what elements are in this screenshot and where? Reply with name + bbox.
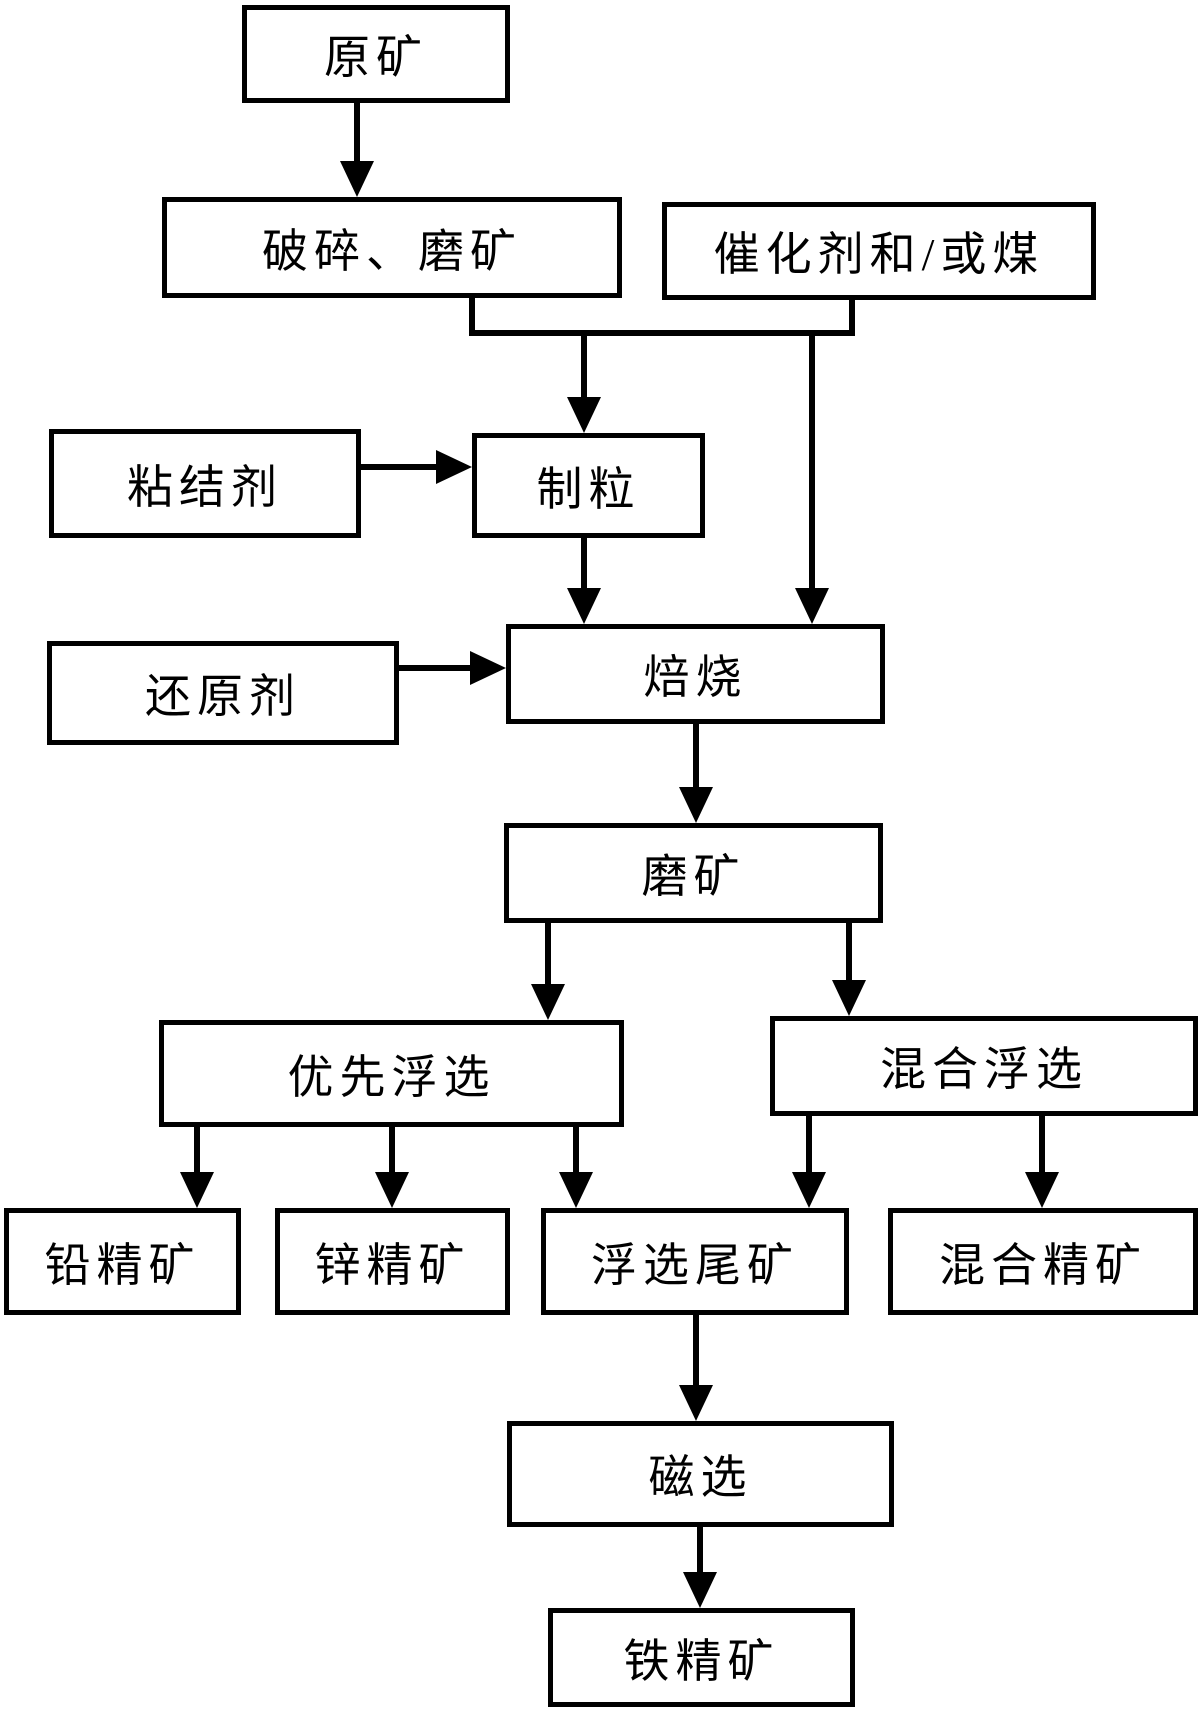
edge-rawore-crushgrind-arrowhead bbox=[340, 161, 374, 197]
node-catalyst-coal: 催化剂和/或煤 bbox=[662, 202, 1096, 300]
edge-prefflot-lead-arrowhead bbox=[180, 1172, 214, 1208]
node-roasting: 焙烧 bbox=[506, 624, 885, 724]
edge-bulkflot-tailings-arrowhead bbox=[792, 1172, 826, 1208]
edge-roasting-grinding-line bbox=[693, 724, 699, 791]
edge-merge-bar bbox=[469, 330, 855, 336]
edge-bulkflot-mixedconc-line bbox=[1039, 1116, 1045, 1176]
edge-granulation-roasting-line bbox=[581, 538, 587, 592]
node-mixed-concentrate: 混合精矿 bbox=[888, 1208, 1198, 1315]
node-zinc-concentrate: 锌精矿 bbox=[275, 1208, 510, 1315]
edge-merge-granulation-arrowhead bbox=[567, 397, 601, 433]
node-bulk-flotation: 混合浮选 bbox=[770, 1016, 1198, 1116]
node-grinding: 磨矿 bbox=[504, 823, 883, 923]
edge-bulkflot-mixedconc-arrowhead bbox=[1025, 1172, 1059, 1208]
edge-binder-granulation-arrowhead bbox=[436, 450, 472, 484]
node-iron-concentrate: 铁精矿 bbox=[548, 1608, 855, 1707]
edge-grinding-bulkflot-line bbox=[846, 923, 852, 984]
edge-merge-granulation-line bbox=[581, 332, 587, 401]
node-raw-ore: 原矿 bbox=[242, 5, 510, 103]
edge-prefflot-zinc-line bbox=[389, 1127, 395, 1176]
edge-prefflot-zinc-arrowhead bbox=[375, 1172, 409, 1208]
edge-merge-roasting-arrowhead bbox=[795, 588, 829, 624]
edge-rawore-crushgrind-line bbox=[354, 103, 360, 165]
edge-grinding-prefflot-line bbox=[545, 923, 551, 988]
edge-reductant-roasting-arrowhead bbox=[470, 651, 506, 685]
edge-bulkflot-tailings-line bbox=[806, 1116, 812, 1176]
node-binder: 粘结剂 bbox=[49, 429, 361, 538]
edge-magsep-ironconc-arrowhead bbox=[683, 1572, 717, 1608]
edge-granulation-roasting-arrowhead bbox=[567, 588, 601, 624]
node-reductant: 还原剂 bbox=[47, 641, 399, 745]
edge-prefflot-tailings-line bbox=[573, 1127, 579, 1176]
node-lead-concentrate: 铅精矿 bbox=[4, 1208, 241, 1315]
node-flotation-tailings: 浮选尾矿 bbox=[541, 1208, 849, 1315]
edge-roasting-grinding-arrowhead bbox=[679, 787, 713, 823]
edge-prefflot-tailings-arrowhead bbox=[559, 1172, 593, 1208]
edge-catalystcoal-merge-stub bbox=[849, 300, 855, 335]
edge-reductant-roasting-line bbox=[399, 665, 474, 671]
edge-binder-granulation-line bbox=[361, 464, 440, 470]
edge-grinding-prefflot-arrowhead bbox=[531, 984, 565, 1020]
edge-magsep-ironconc-line bbox=[697, 1527, 703, 1576]
edge-prefflot-lead-line bbox=[194, 1127, 200, 1176]
edge-merge-roasting-line bbox=[809, 332, 815, 592]
node-preferential-flotation: 优先浮选 bbox=[159, 1020, 624, 1127]
edge-grinding-bulkflot-arrowhead bbox=[832, 980, 866, 1016]
edge-tailings-magsep-line bbox=[693, 1315, 699, 1389]
edge-tailings-magsep-arrowhead bbox=[679, 1385, 713, 1421]
edge-crushgrind-merge-stub bbox=[469, 295, 475, 335]
node-crush-grind: 破碎、磨矿 bbox=[162, 197, 622, 298]
node-magnetic-separation: 磁选 bbox=[507, 1421, 894, 1527]
node-granulation: 制粒 bbox=[472, 433, 705, 538]
